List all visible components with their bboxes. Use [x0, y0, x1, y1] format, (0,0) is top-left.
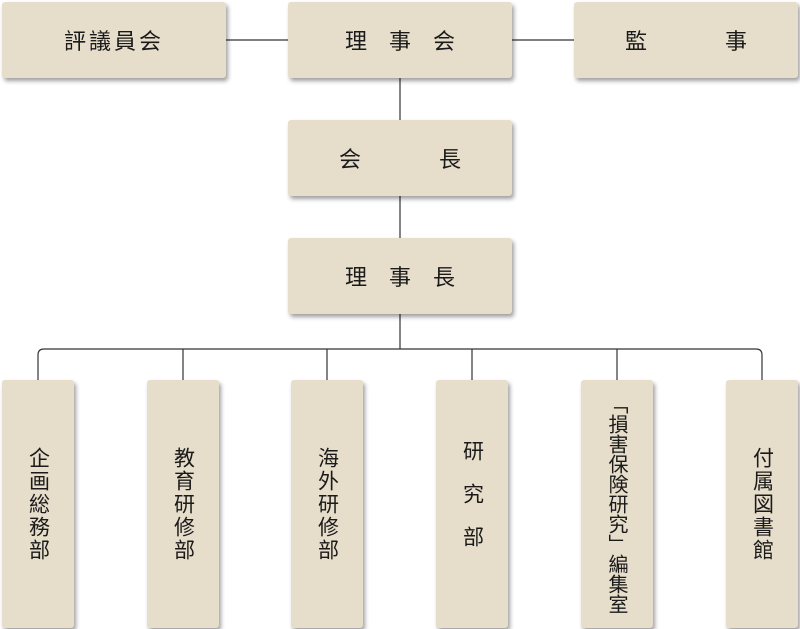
president-label: 理事長 [344, 266, 477, 291]
president-box: 理事長 [288, 238, 512, 314]
department-label: 研究部 [460, 439, 485, 569]
council-box: 評議員会 [2, 2, 226, 78]
board-label: 理事会 [344, 30, 477, 55]
auditor-label: 監事 [624, 30, 747, 55]
council-label: 評議員会 [63, 30, 164, 55]
department-label: 企画総務部 [26, 446, 51, 562]
department-label: 海外研修部 [315, 446, 340, 562]
department-box-research: 研究部 [436, 380, 508, 628]
department-box-overseas: 海外研修部 [291, 380, 363, 628]
connector-department-bus [37, 348, 763, 380]
department-box-editorial: 「損害保険研究」編集室 [581, 380, 653, 628]
board-box: 理事会 [288, 2, 512, 78]
department-box-library: 付属図書館 [726, 380, 798, 628]
chairman-label: 会長 [338, 148, 539, 173]
department-label: 「損害保険研究」編集室 [605, 394, 629, 614]
department-label: 教育研修部 [171, 446, 196, 562]
department-box-education: 教育研修部 [147, 380, 219, 628]
auditor-box: 監事 [574, 2, 798, 78]
chairman-box: 会長 [288, 120, 512, 196]
department-label: 付属図書館 [750, 446, 775, 562]
department-box-planning: 企画総務部 [2, 380, 74, 628]
